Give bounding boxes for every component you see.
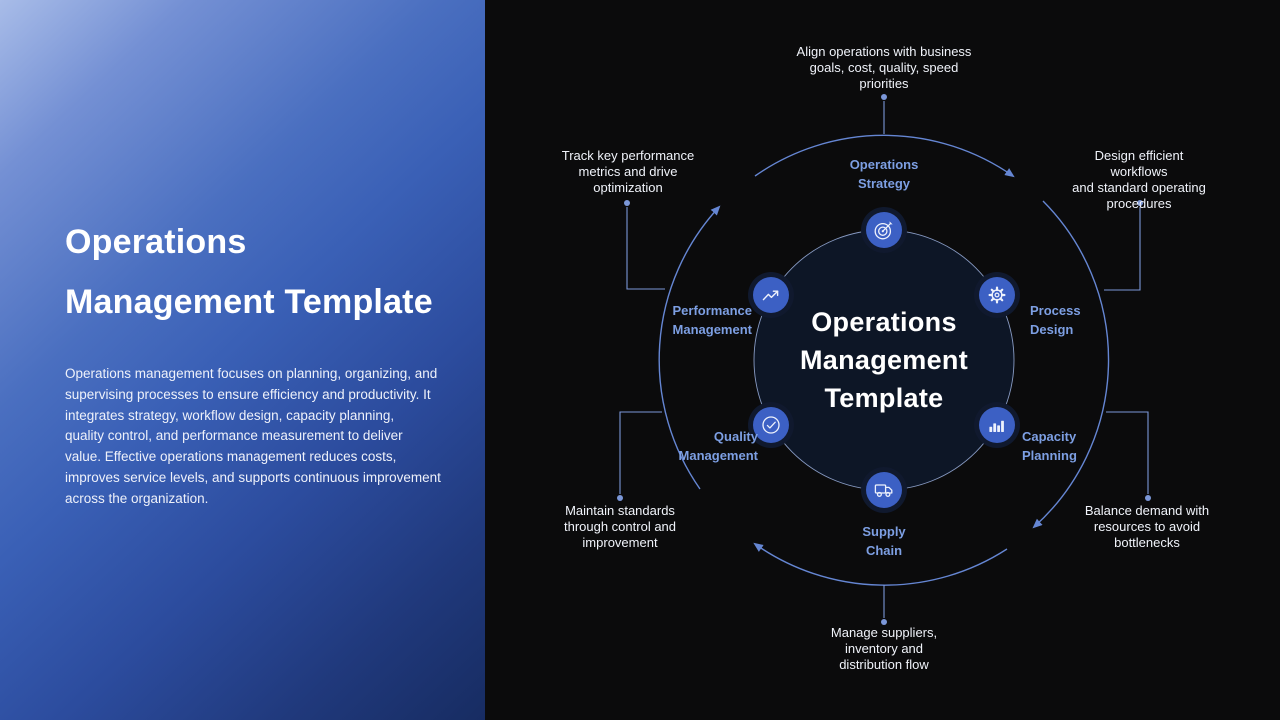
node-operations-strategy: [861, 207, 907, 253]
annotation-operations-strategy: Align operations with business goals, co…: [796, 44, 972, 91]
annotation-capacity-planning: Balance demand with resources to avoid b…: [1084, 503, 1210, 550]
annotation-supply-chain: Manage suppliers, inventory and distribu…: [830, 625, 938, 672]
gear-icon: [988, 286, 1006, 304]
connector-bottom-right: [1106, 411, 1149, 494]
cycle-arc-bottom: [753, 542, 1008, 586]
connector-dot-top-right: [1137, 200, 1143, 206]
slide-title: Operations Management Template: [65, 223, 433, 321]
node-label-process-design: Process Design: [1030, 303, 1081, 337]
node-quality-management: [748, 402, 794, 448]
cycle-arc-left: [658, 205, 721, 490]
node-process-design: [974, 272, 1020, 318]
truck-icon: [874, 484, 893, 497]
node-capacity-planning: [974, 402, 1020, 448]
cycle-diagram-graphics: [617, 94, 1151, 625]
connector-bottom-left: [619, 411, 662, 494]
cycle-arc-top: [754, 134, 1015, 178]
node-label-capacity-planning: Capacity Planning: [1022, 429, 1077, 463]
diagram-panel: Operations Management Template Operation…: [485, 0, 1280, 720]
check-circle-icon: [762, 416, 780, 434]
node-label-operations-strategy: Operations Strategy: [849, 157, 919, 191]
connector-dot-top-left: [624, 200, 630, 206]
left-text-panel: Operations Management Template Operation…: [0, 0, 485, 720]
connector-dot-bottom-left: [617, 495, 623, 501]
node-label-quality-management: Quality Management: [678, 429, 758, 463]
connector-top-left: [626, 207, 665, 290]
slide-description: Operations management focuses on plannin…: [65, 366, 441, 506]
annotation-performance-management: Track key performance metrics and drive …: [561, 148, 695, 195]
annotation-quality-management: Maintain standards through control and i…: [563, 503, 677, 550]
target-icon: [874, 221, 893, 240]
connector-dot-bottom: [881, 619, 887, 625]
connector-dot-top: [881, 94, 887, 100]
bar-chart-icon: [989, 420, 1004, 432]
connector-top-right: [1104, 207, 1141, 291]
connector-dot-bottom-right: [1145, 495, 1151, 501]
annotation-process-design: Design efficient workflows and standard …: [1072, 148, 1206, 211]
node-supply-chain: [861, 467, 907, 513]
node-label-supply-chain: Supply Chain: [862, 524, 906, 558]
node-performance-management: [748, 272, 794, 318]
trend-up-icon: [762, 290, 779, 301]
node-label-performance-management: Performance Management: [672, 303, 752, 337]
cycle-arc-right: [1032, 200, 1110, 529]
diagram-center-title: Operations Management Template: [799, 307, 969, 413]
